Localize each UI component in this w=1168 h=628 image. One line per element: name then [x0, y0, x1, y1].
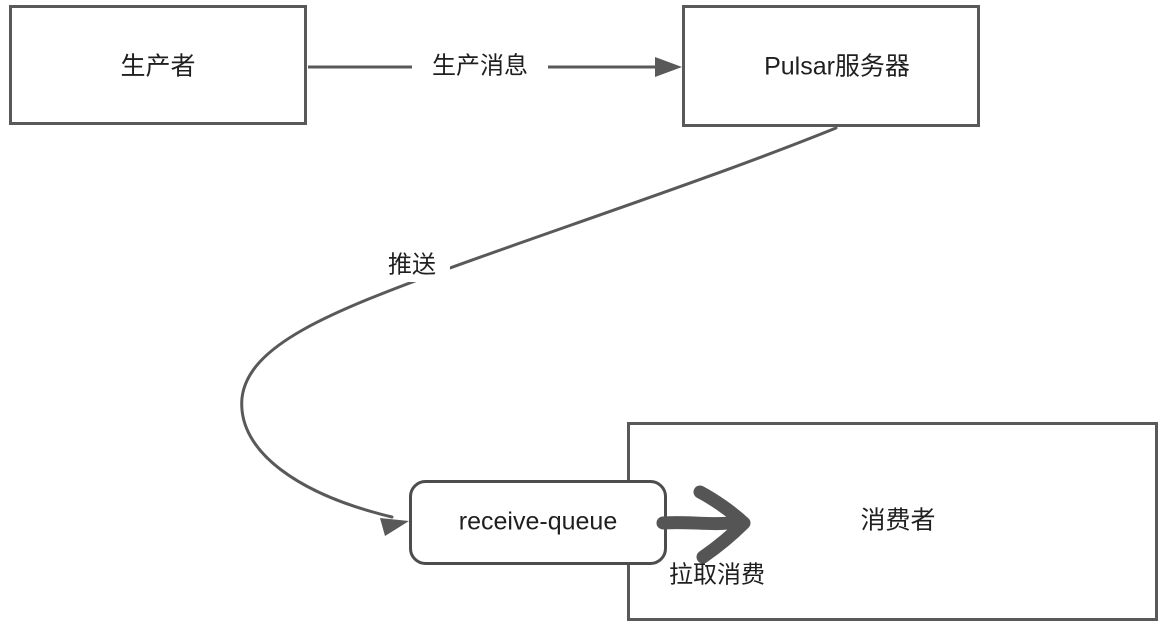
pull-consume-label: 拉取消费 [669, 561, 765, 588]
edge-pull-consume[interactable]: 拉取消费 [656, 485, 765, 588]
produce-message-label: 生产消息 [432, 52, 528, 79]
pulsar-server-box[interactable] [682, 5, 980, 127]
push-arrowhead [380, 518, 409, 536]
node-producer[interactable]: 生产者 [9, 5, 307, 125]
pull-consume-arrow-chevron [693, 485, 751, 564]
push-label-background [386, 250, 450, 282]
receive-queue-label: receive-queue [459, 508, 617, 536]
edge-produce-message[interactable]: 生产消息 [308, 52, 682, 79]
node-receive-queue[interactable]: receive-queue [409, 480, 667, 565]
producer-label: 生产者 [120, 53, 195, 81]
pulsar-server-label: Pulsar服务器 [764, 53, 910, 81]
producer-box[interactable] [9, 5, 307, 125]
consumer-label: 消费者 [860, 507, 935, 535]
push-curve [240, 126, 838, 519]
node-pulsar-server[interactable]: Pulsar服务器 [682, 5, 980, 127]
produce-message-arrowhead [655, 57, 682, 77]
edge-push[interactable]: 推送 [240, 126, 838, 536]
push-label: 推送 [388, 251, 436, 278]
pull-consume-arrow-shaft [656, 515, 745, 531]
